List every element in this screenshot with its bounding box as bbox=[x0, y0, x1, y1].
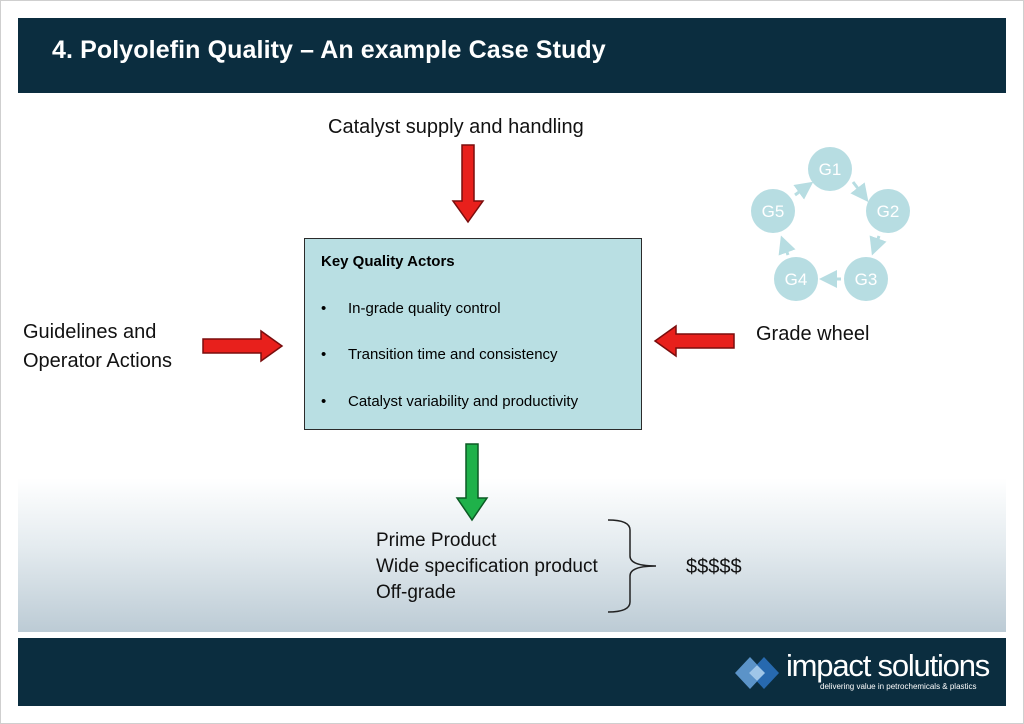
output-prime-product: Prime Product bbox=[376, 530, 497, 551]
list-item: • Catalyst variability and productivity bbox=[321, 393, 578, 410]
bullet-icon: • bbox=[321, 300, 327, 317]
wheel-node-g5: G5 bbox=[751, 189, 795, 233]
catalyst-supply-label: Catalyst supply and handling bbox=[328, 116, 584, 138]
wheel-node-label: G2 bbox=[877, 202, 900, 221]
left-arrow-right bbox=[653, 324, 735, 358]
brand-tagline: delivering value in petrochemicals & pla… bbox=[820, 682, 977, 691]
guidelines-label-line1: Guidelines and bbox=[23, 321, 157, 343]
header-bar bbox=[18, 18, 1006, 93]
down-arrow-output bbox=[455, 443, 489, 522]
wheel-node-g1: G1 bbox=[808, 147, 852, 191]
wheel-node-g3: G3 bbox=[844, 257, 888, 301]
grade-wheel-label: Grade wheel bbox=[756, 323, 870, 345]
wheel-arrow-g2-g3 bbox=[869, 235, 887, 256]
key-quality-actors-heading: Key Quality Actors bbox=[321, 253, 455, 270]
slide-title: 4. Polyolefin Quality – An example Case … bbox=[52, 36, 606, 64]
wheel-node-label: G4 bbox=[785, 270, 808, 289]
wheel-node-label: G1 bbox=[819, 160, 842, 179]
wheel-arrow-g4-g5 bbox=[778, 235, 796, 256]
list-item-text: In-grade quality control bbox=[348, 300, 501, 317]
impact-solutions-logo-icon bbox=[735, 657, 779, 689]
list-item-text: Catalyst variability and productivity bbox=[348, 393, 579, 410]
wheel-arrow-g5-g1 bbox=[793, 181, 814, 200]
right-arrow-left bbox=[202, 329, 284, 363]
bullet-icon: • bbox=[321, 393, 327, 410]
wheel-arrow-g1-g2 bbox=[850, 181, 869, 203]
grade-wheel-diagram: G1 G2 G3 G4 G5 bbox=[751, 147, 910, 301]
footer-bar bbox=[18, 638, 1006, 706]
list-item-text: Transition time and consistency bbox=[348, 346, 558, 363]
bullet-icon: • bbox=[321, 346, 327, 363]
wheel-node-label: G5 bbox=[762, 202, 785, 221]
output-wide-spec-product: Wide specification product bbox=[376, 556, 598, 577]
list-item: • Transition time and consistency bbox=[321, 346, 558, 363]
wheel-node-g4: G4 bbox=[774, 257, 818, 301]
down-arrow-top bbox=[451, 144, 485, 224]
list-item: • In-grade quality control bbox=[321, 300, 501, 317]
output-brace bbox=[607, 519, 657, 613]
wheel-node-label: G3 bbox=[855, 270, 878, 289]
output-band bbox=[18, 478, 1006, 632]
value-label: $$$$$ bbox=[686, 556, 742, 578]
guidelines-label-line2: Operator Actions bbox=[23, 350, 172, 372]
key-quality-actors-box: Key Quality Actors • In-grade quality con… bbox=[304, 238, 642, 430]
wheel-node-g2: G2 bbox=[866, 189, 910, 233]
output-off-grade: Off-grade bbox=[376, 582, 456, 603]
brand-name: impact solutions bbox=[786, 648, 990, 683]
